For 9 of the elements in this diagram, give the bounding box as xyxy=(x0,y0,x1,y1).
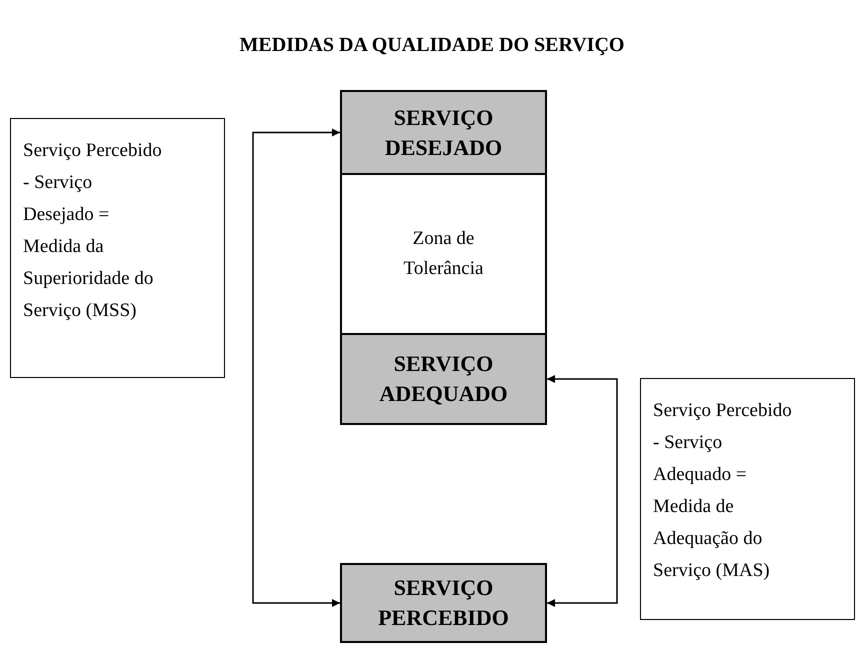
connector-arrow xyxy=(547,375,618,607)
formula-note-box: Serviço Percebido - Serviço Adequado = Medida de Adequação do Serviço (MAS) xyxy=(640,378,855,620)
service-level-box: SERVIÇO ADEQUADO xyxy=(340,333,547,425)
diagram-title: MEDIDAS DA QUALIDADE DO SERVIÇO xyxy=(238,33,626,58)
formula-note-box: Serviço Percebido - Serviço Desejado = Medida da Superioridade do Serviço (MSS) xyxy=(10,118,225,378)
connector-arrow xyxy=(252,128,340,607)
service-level-box: SERVIÇO PERCEBIDO xyxy=(340,563,547,643)
service-level-box: SERVIÇO DESEJADO xyxy=(340,90,547,175)
tolerance-zone-box: Zona de Tolerância xyxy=(340,175,547,333)
